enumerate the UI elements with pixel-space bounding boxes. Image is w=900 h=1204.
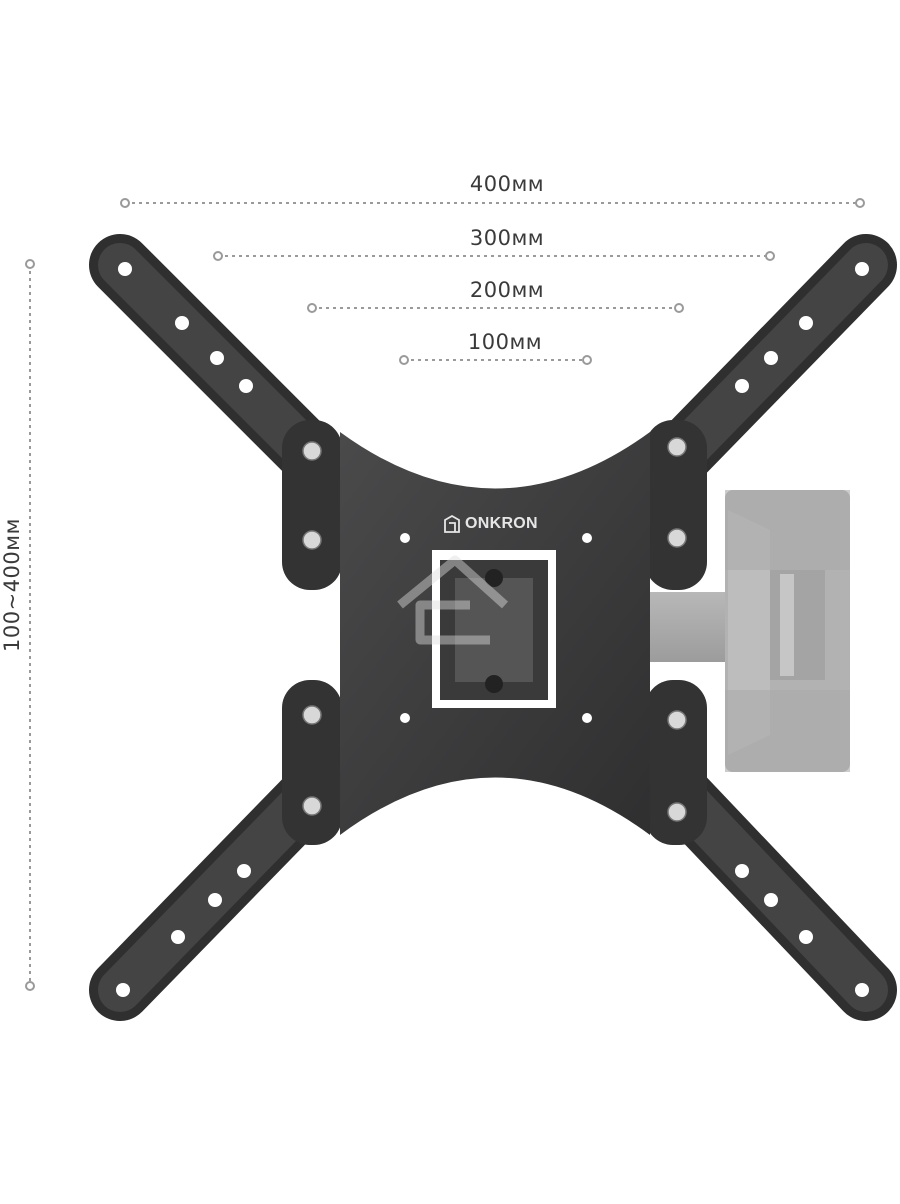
vertical-rails — [282, 420, 707, 845]
dimension-label-300: 300мм — [469, 226, 545, 250]
dimension-label-400: 400мм — [469, 172, 545, 196]
rail-bolts — [302, 437, 687, 822]
dimension-label-200: 200мм — [469, 278, 545, 302]
brand-logo: ONKRON — [443, 514, 538, 534]
tilt-mechanism — [432, 550, 556, 708]
arm-holes — [116, 262, 869, 997]
dimension-label-100: 100мм — [467, 330, 543, 354]
brand-name: ONKRON — [465, 515, 538, 532]
dimension-label-vertical: 100~400мм — [0, 518, 24, 652]
onkron-logo-icon — [444, 514, 460, 533]
plate-holes — [400, 533, 592, 723]
dimension-lines — [29, 202, 860, 986]
swivel-arm — [640, 490, 850, 772]
watermark — [397, 555, 509, 645]
dimension-endpoints — [25, 198, 865, 991]
